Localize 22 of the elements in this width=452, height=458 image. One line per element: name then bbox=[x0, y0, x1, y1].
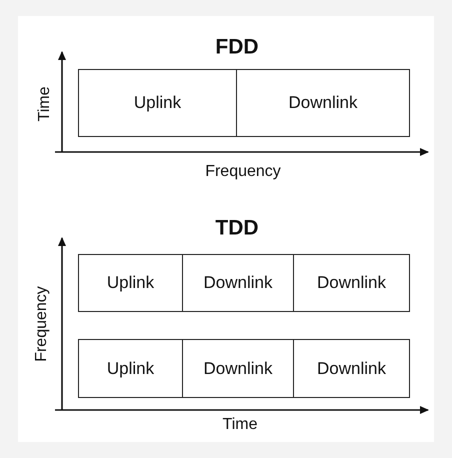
cell-box bbox=[78, 69, 237, 137]
cell-box bbox=[182, 339, 294, 398]
axis-label: Frequency bbox=[205, 162, 281, 182]
cell-box bbox=[236, 69, 410, 137]
cell-label: Uplink bbox=[106, 272, 154, 294]
cell-box bbox=[293, 254, 410, 312]
cell-label: Downlink bbox=[317, 358, 386, 380]
cell-label: Uplink bbox=[106, 358, 154, 380]
cell-label: Downlink bbox=[204, 358, 272, 380]
cell-label: Downlink bbox=[317, 272, 386, 294]
cell-box bbox=[78, 339, 183, 398]
cell-box bbox=[78, 254, 183, 312]
cell-box bbox=[293, 339, 410, 398]
cell-label: Uplink bbox=[134, 92, 182, 114]
cell-label: Downlink bbox=[288, 92, 358, 114]
diagram-heading: TDD bbox=[215, 215, 259, 242]
cell-label: Downlink bbox=[204, 272, 272, 294]
diagram-heading: FDD bbox=[215, 34, 259, 60]
axis-label: Frequency bbox=[32, 286, 51, 362]
cell-box bbox=[182, 254, 294, 312]
axis-label: Time bbox=[35, 86, 54, 122]
axis-label: Time bbox=[222, 415, 258, 435]
